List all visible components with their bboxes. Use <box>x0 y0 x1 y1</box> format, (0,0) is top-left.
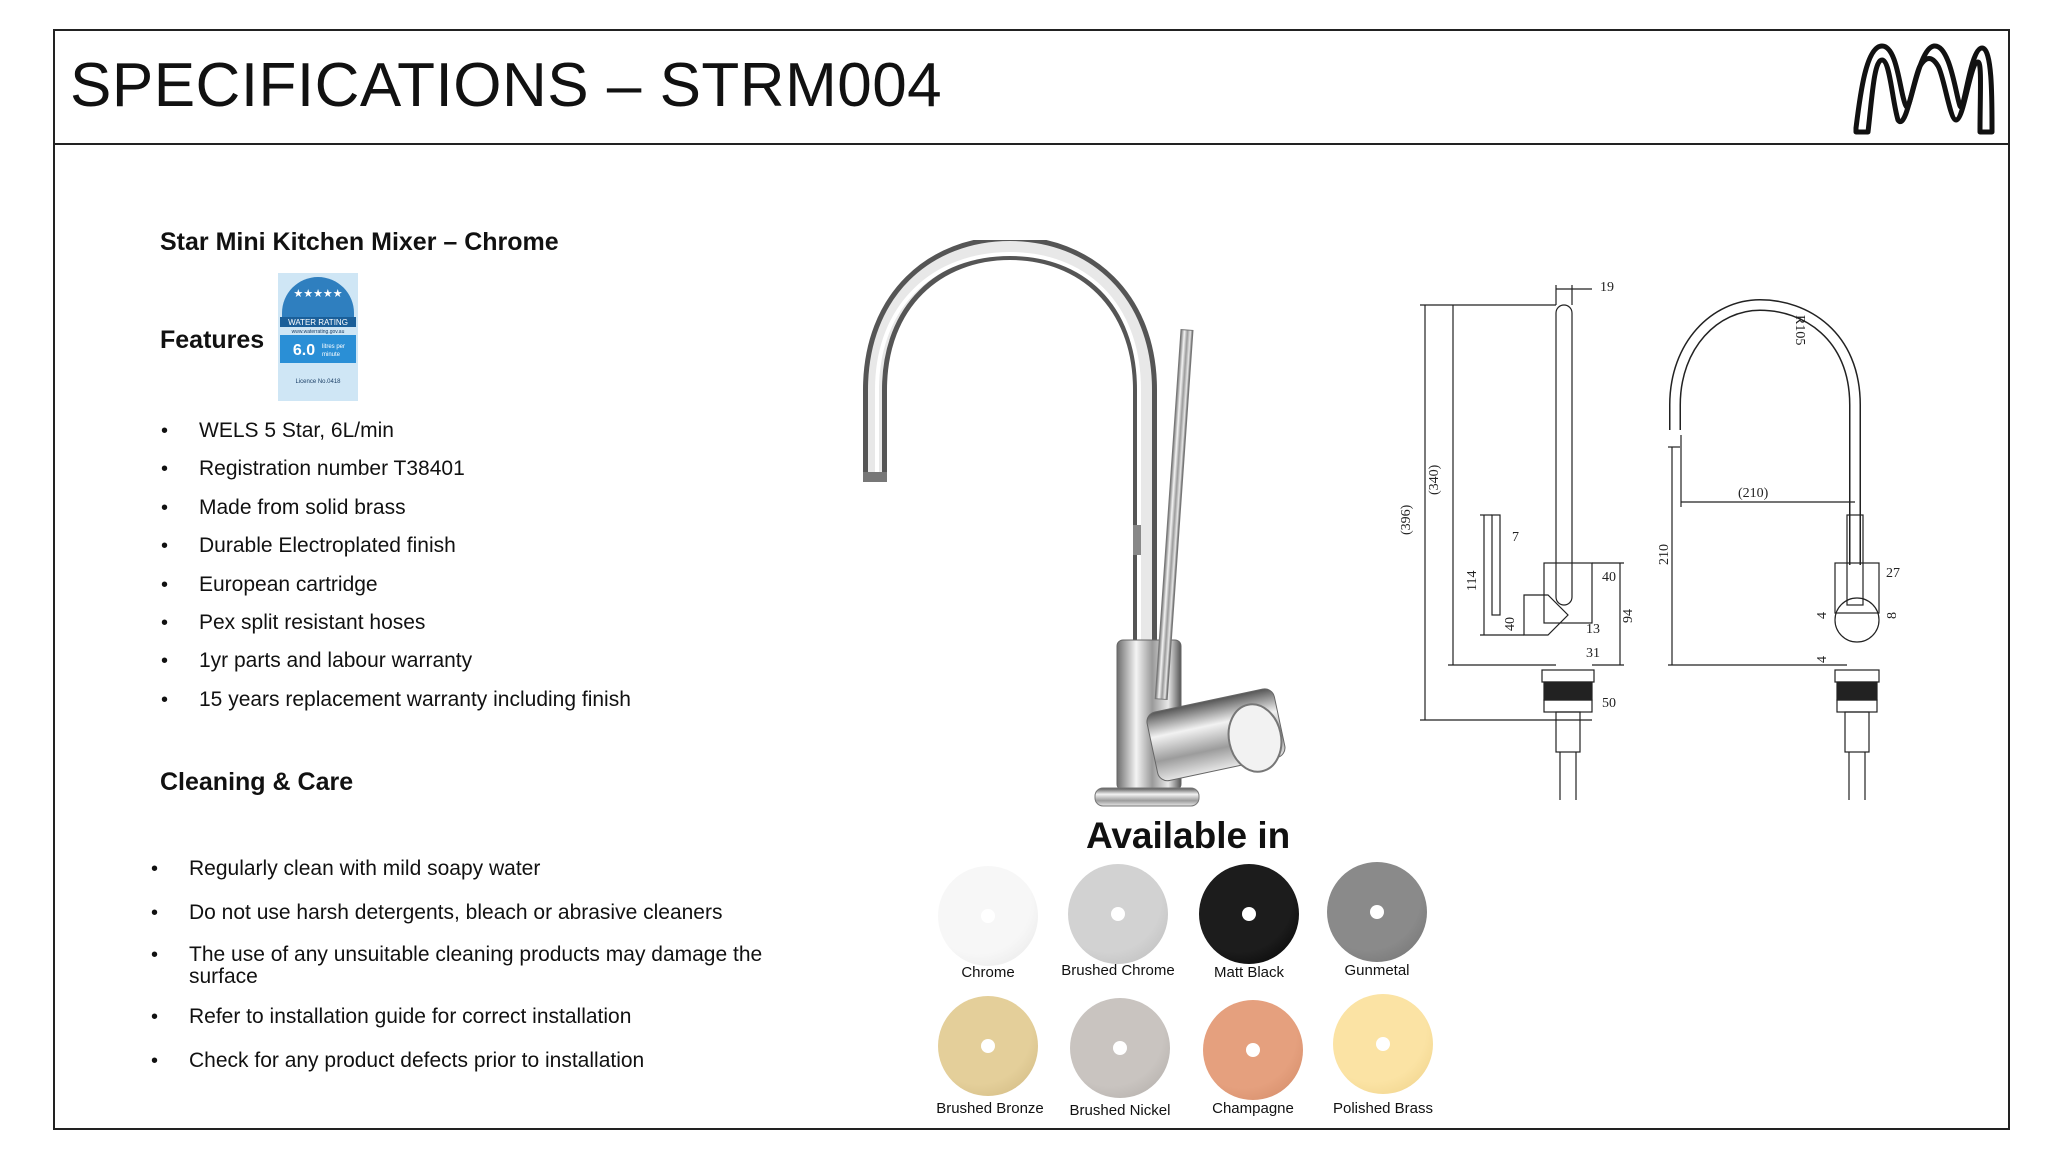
list-item: 15 years replacement warranty including … <box>161 687 631 725</box>
m-logo-icon <box>1853 43 1995 135</box>
dim-label: 40 <box>1602 570 1616 585</box>
swatch-hole <box>1242 907 1256 921</box>
dim-label: (210) <box>1738 486 1769 501</box>
swatch-hole <box>1246 1043 1260 1057</box>
wels-licence: Licence No.0418 <box>295 379 341 385</box>
wels-unit-line2: minute <box>322 352 341 358</box>
finish-swatch <box>1199 864 1299 964</box>
finish-swatch <box>1333 994 1433 1094</box>
technical-drawing: 19 (396) (340) 7 114 40 40 13 94 31 50 R… <box>1399 280 1900 800</box>
list-item: The use of any unsuitable cleaning produ… <box>151 944 809 988</box>
finish-swatch <box>938 996 1038 1096</box>
header-divider <box>53 143 2010 145</box>
finish-swatch <box>938 866 1038 966</box>
finish-label: Brushed Nickel <box>1069 1102 1171 1119</box>
finish-label: Champagne <box>1212 1100 1294 1117</box>
dim-label: R105 <box>1792 315 1807 345</box>
swatch-hole <box>981 1039 995 1053</box>
dim-label: 13 <box>1586 622 1600 637</box>
dim-label: 4 <box>1815 656 1830 663</box>
list-item: Do not use harsh detergents, bleach or a… <box>151 900 809 926</box>
water-rating-label-icon: ★★★★★ WATER RATING www.waterrating.gov.a… <box>278 273 358 401</box>
dim-label: 27 <box>1886 566 1900 581</box>
dim-label: (340) <box>1427 464 1442 495</box>
dim-label: 31 <box>1586 646 1600 661</box>
swatch-hole <box>1113 1041 1127 1055</box>
list-item: Check for any product defects prior to i… <box>151 1048 809 1074</box>
list-item: Pex split resistant hoses <box>161 610 631 648</box>
list-item: Made from solid brass <box>161 495 631 533</box>
list-item: Registration number T38401 <box>161 456 631 494</box>
finish-swatch <box>1327 862 1427 962</box>
list-item: Refer to installation guide for correct … <box>151 1004 809 1030</box>
list-item: Regularly clean with mild soapy water <box>151 856 809 882</box>
dim-label: 8 <box>1885 612 1900 619</box>
dim-label: 114 <box>1465 571 1480 591</box>
finish-label: Brushed Bronze <box>936 1100 1044 1117</box>
finish-swatch <box>1068 864 1168 964</box>
wels-stars: ★★★★★ <box>293 287 342 300</box>
swatch-hole <box>1370 905 1384 919</box>
wels-unit-line1: litres per <box>322 344 345 350</box>
dim-label: (396) <box>1399 504 1414 535</box>
dim-label: 19 <box>1600 280 1614 295</box>
page-frame <box>53 29 2010 1130</box>
dim-label: 4 <box>1815 612 1830 619</box>
finish-label: Polished Brass <box>1332 1100 1434 1117</box>
dim-label: 50 <box>1602 696 1616 711</box>
dim-label: 210 <box>1657 544 1672 565</box>
list-item: Durable Electroplated finish <box>161 533 631 571</box>
wels-title: WATER RATING <box>288 318 348 327</box>
swatch-hole <box>1111 907 1125 921</box>
list-item: European cartridge <box>161 572 631 610</box>
finish-label: Matt Black <box>1213 964 1285 981</box>
page-title: SPECIFICATIONS – STRM004 <box>70 51 943 120</box>
care-heading: Cleaning & Care <box>160 768 354 796</box>
product-name: Star Mini Kitchen Mixer – Chrome <box>160 228 559 256</box>
swatch-hole <box>1376 1037 1390 1051</box>
finish-label: Brushed Chrome <box>1061 962 1175 979</box>
available-in-heading: Available in <box>1086 815 1291 856</box>
list-item: WELS 5 Star, 6L/min <box>161 418 631 456</box>
list-item: 1yr parts and labour warranty <box>161 648 631 686</box>
wels-website: www.waterrating.gov.au <box>292 329 345 335</box>
dim-label: 40 <box>1503 617 1518 631</box>
features-list: WELS 5 Star, 6L/min Registration number … <box>161 418 631 725</box>
finish-label: Gunmetal <box>1344 962 1410 979</box>
finish-swatch <box>1070 998 1170 1098</box>
finish-label: Chrome <box>961 964 1015 981</box>
dim-label: 7 <box>1512 530 1519 545</box>
kitchen-mixer-photo <box>863 240 1286 807</box>
dim-label: 94 <box>1621 609 1636 623</box>
features-heading: Features <box>160 326 265 354</box>
finish-swatch <box>1203 1000 1303 1100</box>
wels-value: 6.0 <box>293 342 315 359</box>
care-list: Regularly clean with mild soapy water Do… <box>151 856 809 1092</box>
swatch-hole <box>981 909 995 923</box>
